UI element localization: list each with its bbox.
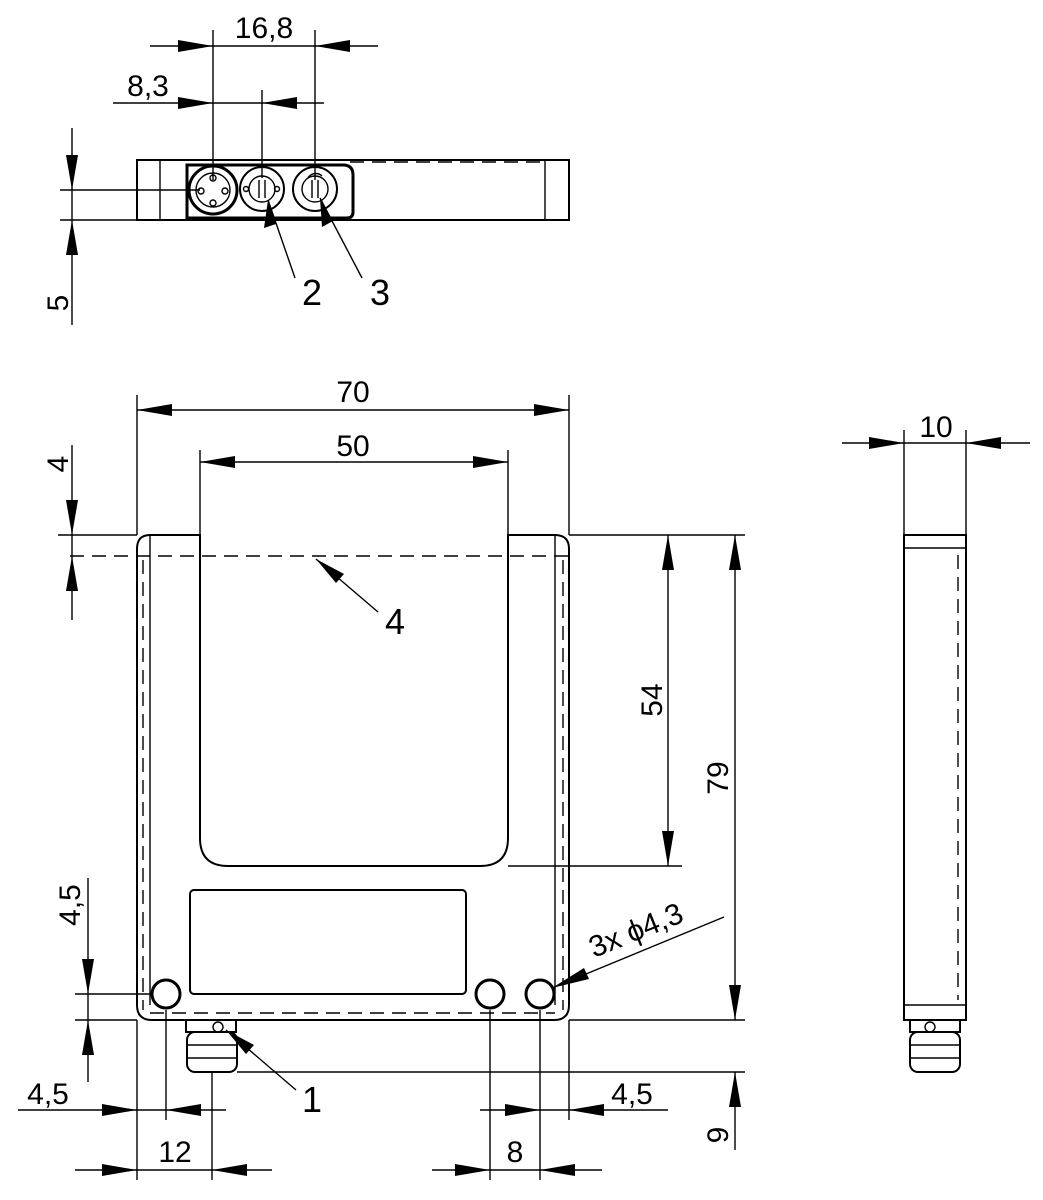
arrowhead — [66, 220, 78, 255]
label-plate — [189, 889, 467, 995]
dim-label-16-8: 16,8 — [235, 12, 293, 45]
adjuster-2-dot — [242, 185, 250, 193]
callout-3: 3 — [370, 272, 390, 313]
connector-housing — [185, 163, 355, 220]
leader-2 — [267, 199, 296, 279]
arrowhead — [212, 1164, 247, 1176]
arrowhead — [729, 985, 741, 1020]
dim-label-12: 12 — [158, 1136, 191, 1169]
top-view-dimensions: 16,8 8,3 5 — [42, 12, 378, 325]
arrowhead — [505, 1104, 540, 1116]
connector-led — [212, 1021, 224, 1033]
arrowhead — [729, 535, 741, 570]
connector-pin — [221, 187, 229, 195]
callout-4: 4 — [385, 601, 405, 642]
front-view-callouts: 4 1 — [225, 558, 405, 1120]
arrowhead — [200, 456, 235, 468]
dim-label-50: 50 — [336, 430, 369, 463]
arrowhead — [966, 437, 1001, 449]
mounting-hole-icon — [524, 978, 556, 1010]
dim-label-9: 9 — [702, 1127, 735, 1144]
side-view-outline — [903, 534, 967, 1021]
top-view — [136, 159, 570, 221]
housing-outline — [136, 534, 570, 1021]
arrowhead — [662, 535, 674, 570]
side-connector-icon — [909, 1019, 961, 1073]
front-view — [70, 534, 575, 1073]
arrowhead — [166, 1104, 201, 1116]
connector-pin — [209, 199, 217, 207]
arrowhead — [102, 1104, 137, 1116]
arrowhead — [137, 404, 172, 416]
arrowhead — [316, 559, 344, 583]
side-view: 10 — [842, 411, 1030, 1073]
connector-neck — [185, 1019, 237, 1033]
dim-label-4: 4 — [42, 456, 75, 473]
connector-bottom-icon — [185, 1019, 238, 1073]
adjuster-2-dot — [273, 185, 281, 193]
arrowhead — [534, 404, 569, 416]
arrowhead — [262, 97, 297, 109]
arrowhead — [729, 1072, 741, 1107]
arrowhead — [82, 959, 94, 994]
arrowhead — [569, 1104, 604, 1116]
top-view-callouts: 2 3 — [264, 197, 390, 313]
adjuster-2-inner — [248, 175, 276, 203]
arrowhead — [473, 456, 508, 468]
side-connector-led — [924, 1021, 936, 1033]
dim-label-4-5-v: 4,5 — [54, 884, 87, 926]
arrowhead — [320, 198, 333, 227]
front-view-dimensions: 70 50 4 54 79 9 — [18, 376, 745, 1180]
arrowhead — [82, 1020, 94, 1055]
arrowhead — [315, 40, 350, 52]
arrowhead — [178, 40, 213, 52]
dim-label-70: 70 — [336, 376, 369, 409]
arrowhead — [178, 97, 213, 109]
callout-1: 1 — [302, 1079, 322, 1120]
dim-label-holes: 3x ϕ4,3 — [584, 897, 688, 965]
arrowhead — [540, 1164, 575, 1176]
dim-label-4-5-left: 4,5 — [27, 1078, 69, 1111]
mounting-hole-icon — [150, 978, 182, 1010]
arrowhead — [226, 1030, 254, 1054]
dim-label-5: 5 — [42, 295, 75, 312]
dim-label-10: 10 — [919, 411, 952, 444]
arrowhead — [66, 155, 78, 190]
arrowhead — [662, 831, 674, 866]
arrowhead — [66, 500, 78, 535]
arrowhead — [264, 200, 276, 228]
arrowhead — [66, 556, 78, 591]
mounting-hole-icon — [474, 978, 506, 1010]
dim-label-4-5-right: 4,5 — [611, 1078, 653, 1111]
arrowhead — [102, 1164, 137, 1176]
dim-label-54: 54 — [636, 683, 669, 716]
connector-body — [186, 1031, 238, 1073]
dim-label-8: 8 — [507, 1136, 524, 1169]
arrowhead — [869, 437, 904, 449]
dim-label-8-3: 8,3 — [127, 70, 169, 103]
callout-2: 2 — [302, 272, 322, 313]
arrowhead — [552, 968, 589, 988]
dim-label-79: 79 — [702, 761, 735, 794]
arrowhead — [455, 1164, 490, 1176]
side-connector-body — [909, 1031, 961, 1073]
connector-pin — [197, 187, 205, 195]
